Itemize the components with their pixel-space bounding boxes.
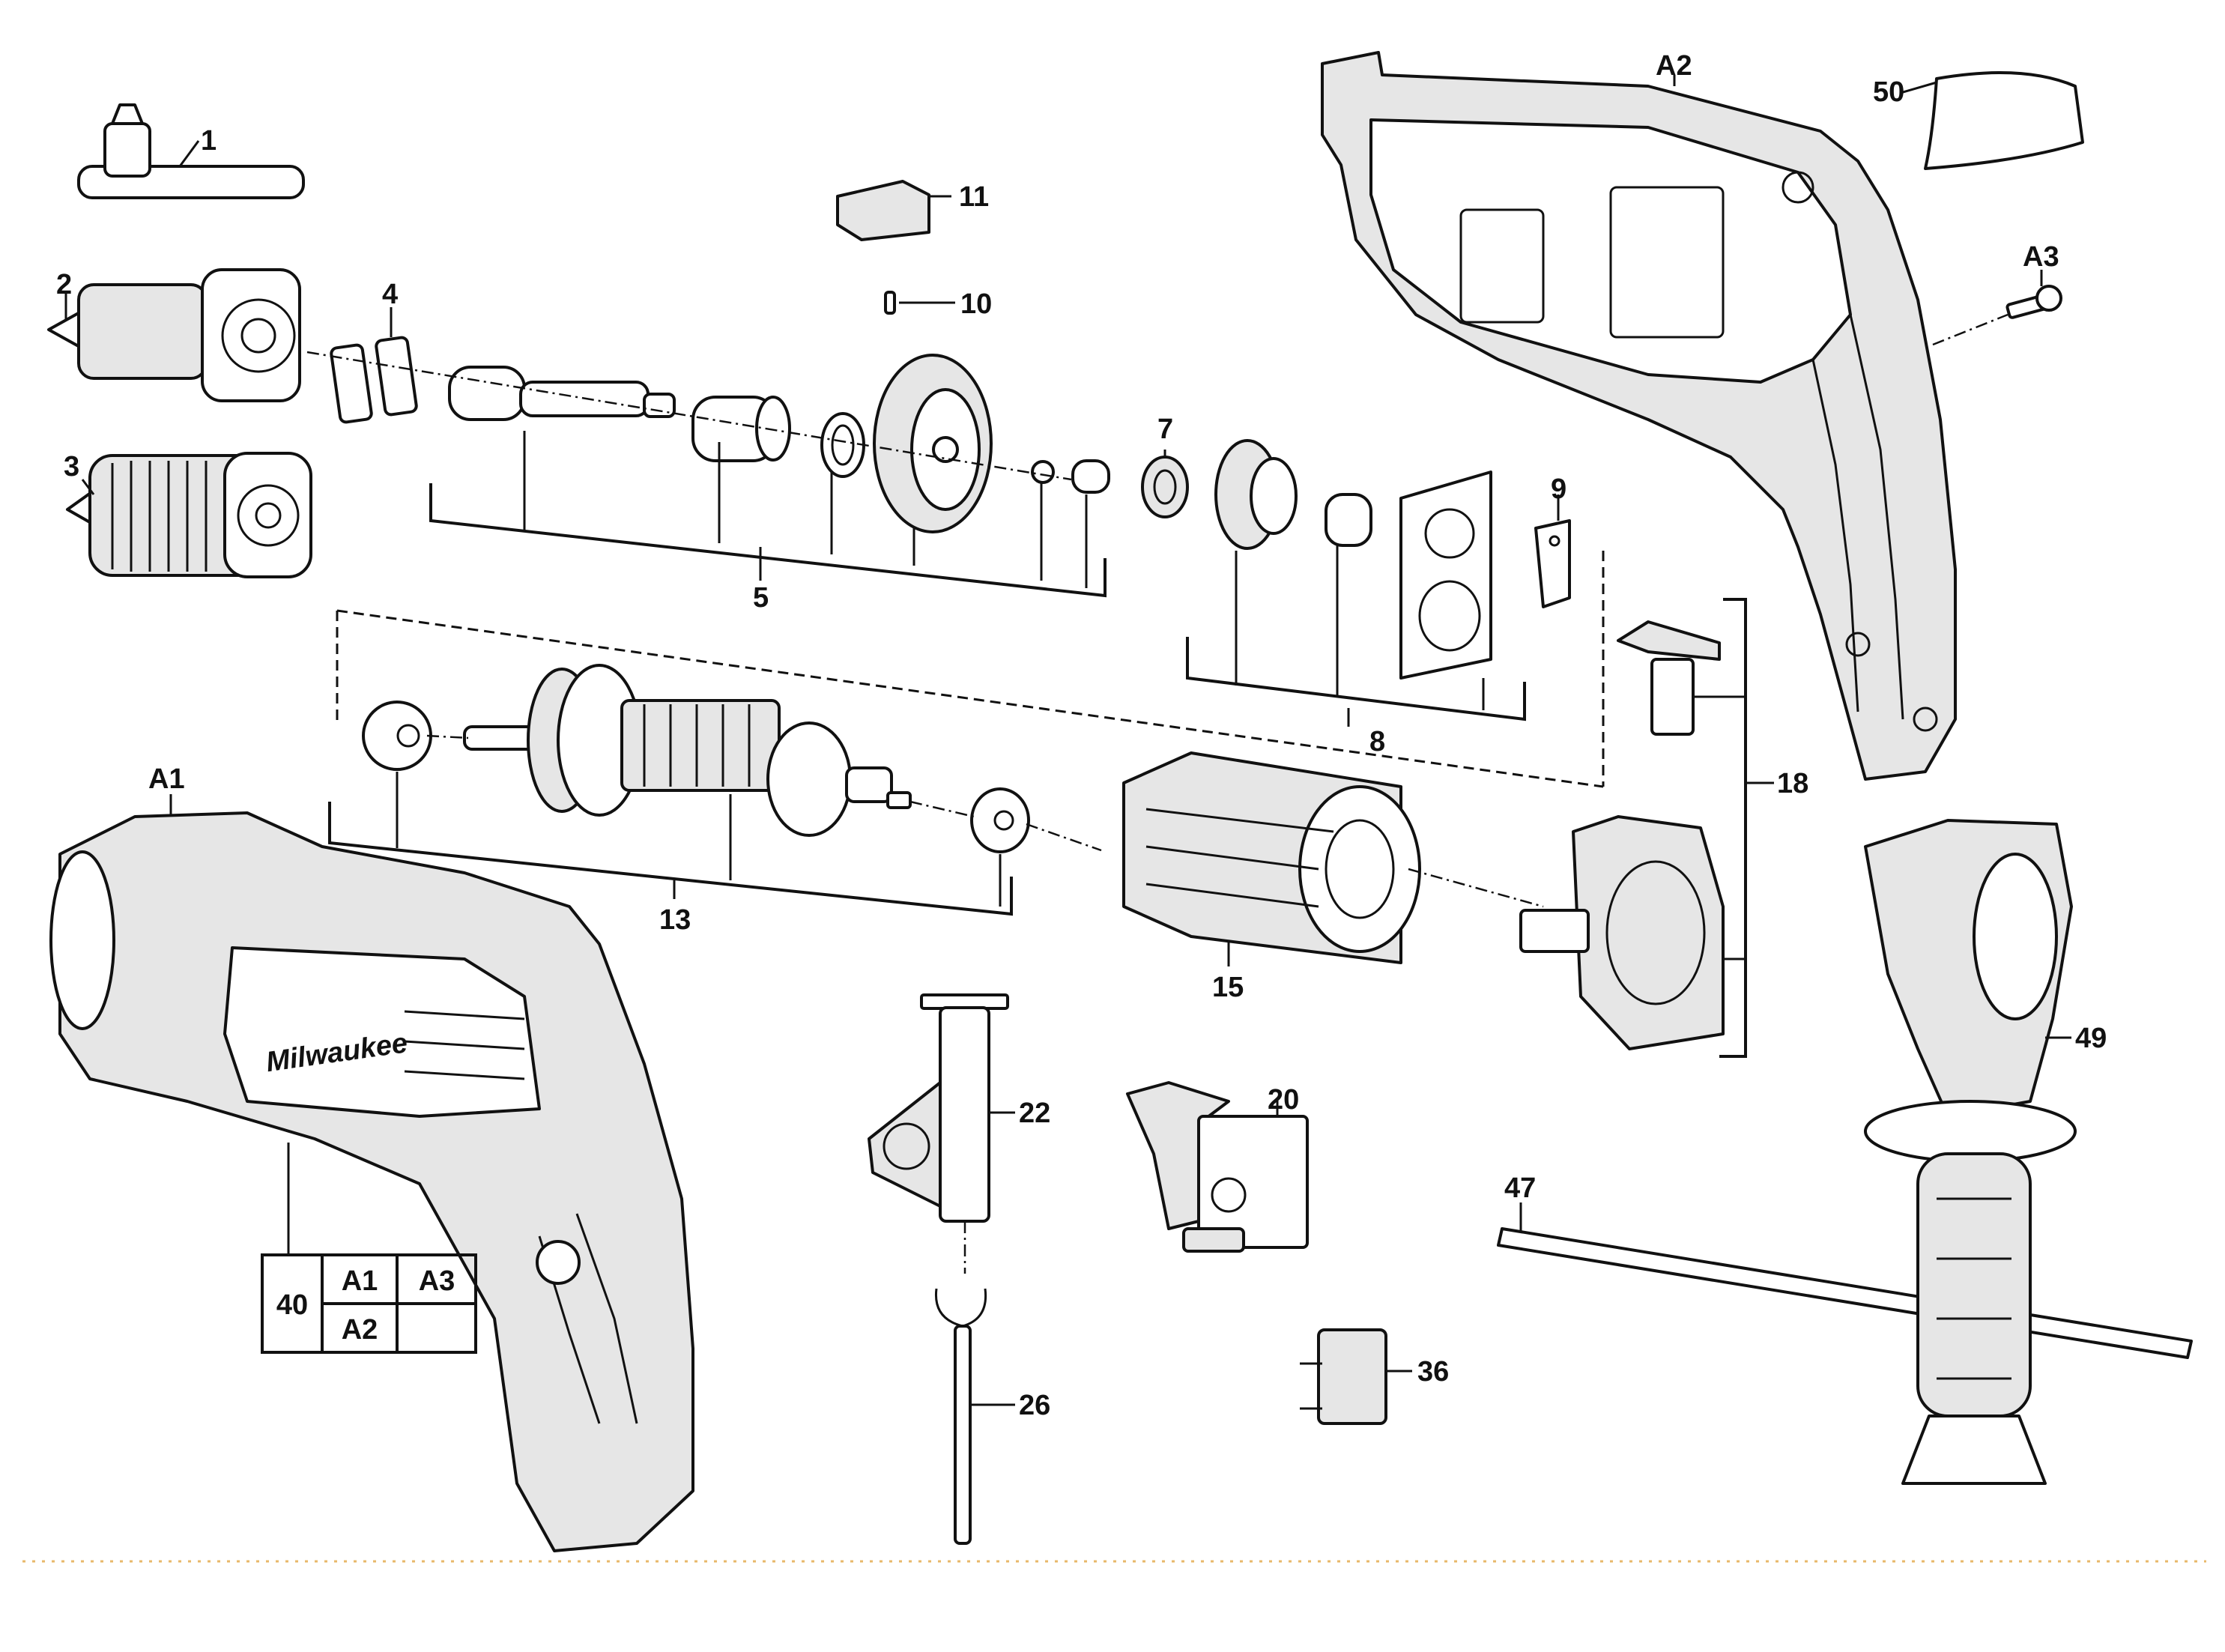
group-brackets: [328, 431, 1774, 1058]
part-18-brush-holders: [1519, 551, 1725, 1050]
part-20-switch: [1126, 1081, 1309, 1253]
part-1-chuck-key: [77, 103, 305, 199]
label-10: 10: [960, 288, 992, 320]
armature-assembly: [362, 664, 1102, 853]
part-4-clip: [330, 307, 418, 424]
label-13: 13: [659, 904, 691, 936]
label-1: 1: [201, 125, 217, 157]
label-36: 36: [1417, 1356, 1449, 1388]
housing-half-a2: [1321, 51, 1957, 781]
kit-cell-a2: A2: [342, 1314, 378, 1346]
label-26: 26: [1019, 1390, 1050, 1421]
kit-number: 40: [276, 1289, 308, 1321]
label-20: 20: [1268, 1084, 1299, 1116]
label-49: 49: [2075, 1023, 2107, 1054]
part-26-cord: [934, 1288, 1015, 1545]
callout-labels: 1 2 3 4 5 7 8 9 10 11 13 15 18 20 22 26 …: [56, 50, 2107, 1421]
part-3-keyless-chuck: [66, 452, 312, 578]
label-18: 18: [1777, 768, 1808, 799]
kit-table: 40 A1 A3 A2: [261, 1253, 477, 1354]
label-2: 2: [56, 269, 72, 300]
part-2-keyed-chuck: [47, 268, 301, 402]
label-5: 5: [753, 582, 769, 614]
label-11: 11: [959, 181, 989, 213]
label-9: 9: [1551, 473, 1566, 505]
label-a2: A2: [1656, 50, 1692, 82]
armature-guide-lines: [336, 609, 1604, 788]
label-4: 4: [382, 279, 398, 310]
label-22: 22: [1019, 1098, 1050, 1129]
part-22-cord-guard: [868, 993, 1015, 1274]
kit-cell-a3: A3: [419, 1265, 455, 1297]
label-47: 47: [1504, 1173, 1536, 1204]
label-7: 7: [1157, 414, 1173, 445]
kit-cell-a1: A1: [342, 1265, 378, 1297]
clutch-parts: [1141, 439, 1571, 680]
label-a1: A1: [148, 763, 185, 795]
housing-half-a1: Milwaukee: [49, 794, 694, 1552]
label-a3: A3: [2023, 241, 2059, 273]
screw-a3: [1932, 270, 2062, 346]
label-3: 3: [64, 451, 79, 482]
label-8: 8: [1369, 726, 1385, 757]
part-47-depth-rod: [1497, 1202, 2193, 1359]
part-36-suppressor: [1300, 1328, 1412, 1425]
spindle-gear-train: [306, 351, 1110, 533]
label-50: 50: [1873, 76, 1904, 108]
part-15-field: [1122, 751, 1544, 966]
part-49-side-handle: [1864, 819, 2077, 1485]
part-50-nameplate: [1902, 71, 2084, 170]
label-15: 15: [1212, 972, 1244, 1003]
parts-10-11: [836, 180, 955, 315]
